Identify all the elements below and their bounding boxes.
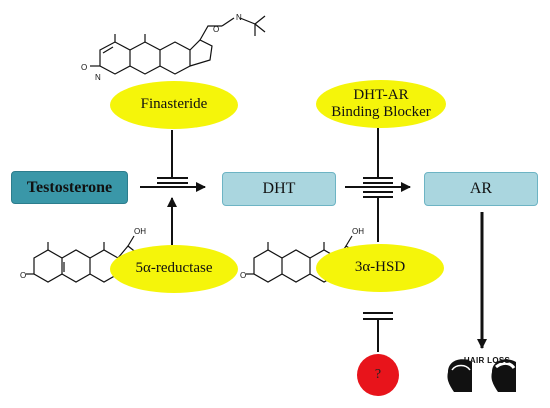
testosterone-label: Testosterone xyxy=(26,178,113,196)
ar-box: AR xyxy=(424,172,538,206)
hsd-oval: 3α-HSD xyxy=(316,244,444,292)
finasteride-oval: Finasteride xyxy=(110,81,238,129)
ar-label: AR xyxy=(469,180,493,197)
finasteride-label: Finasteride xyxy=(140,96,208,113)
hair-loss-label: HAIR LOSS xyxy=(463,356,511,365)
blocker-oval: DHT-AR Binding Blocker xyxy=(316,80,446,128)
dht-box: DHT xyxy=(222,172,336,206)
reductase-label: 5α-reductase xyxy=(135,260,213,277)
dht-label: DHT xyxy=(262,180,296,197)
finasteride-structure xyxy=(90,15,266,75)
unknown-label: ? xyxy=(374,366,382,382)
testosterone-box: Testosterone xyxy=(11,171,128,204)
hsd-label: 3α-HSD xyxy=(354,259,406,276)
blocker-label-line2: Binding Blocker xyxy=(331,104,431,120)
reductase-oval: 5α-reductase xyxy=(110,245,238,293)
blocker-label-line1: DHT-AR xyxy=(353,86,409,103)
hair-loss-heads-icon xyxy=(447,359,516,392)
unknown-circle: ? xyxy=(357,354,399,396)
